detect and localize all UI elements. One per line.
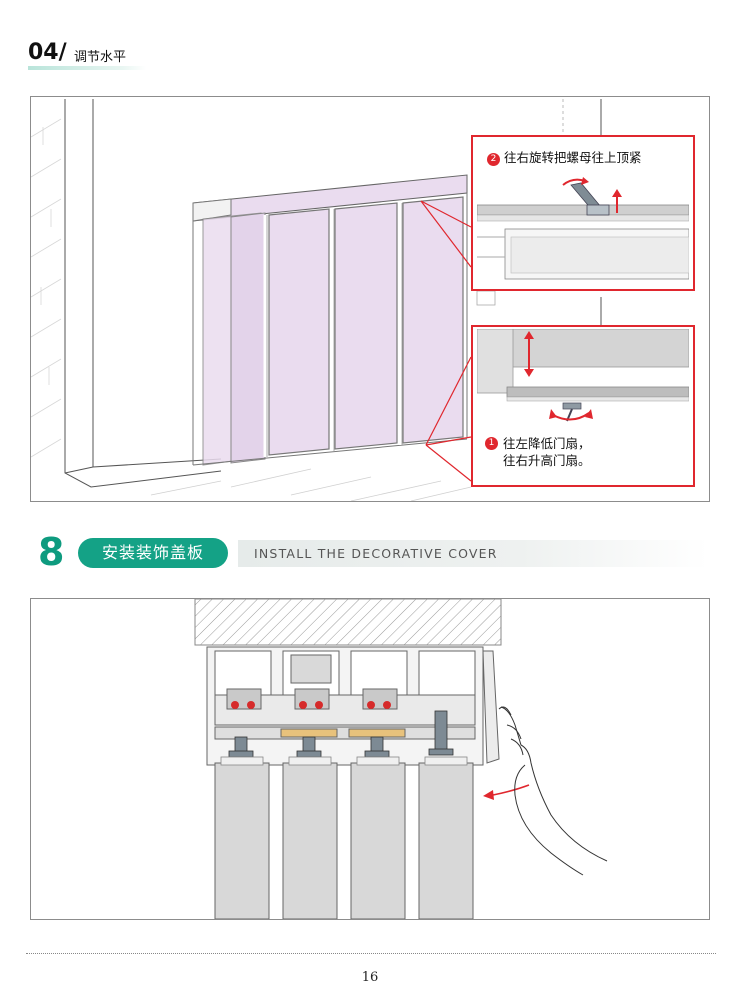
- callout-tighten-text: 往右旋转把螺母往上顶紧: [504, 150, 642, 165]
- door-illustration: [31, 99, 602, 501]
- section-title-cn: 安装装饰盖板: [78, 538, 228, 568]
- push-arrow: [492, 784, 530, 796]
- sliding-door-group: [192, 174, 496, 466]
- track-detail-bottom: [477, 329, 689, 422]
- page-number: 16: [361, 970, 379, 985]
- hanger-bolts: [228, 710, 454, 758]
- wall-pillar: [64, 99, 222, 488]
- callout-line-raise: 往右升高门扇。: [503, 453, 591, 468]
- section-title-en: INSTALL THE DECORATIVE COVER: [254, 546, 498, 561]
- roller-wheels: [231, 701, 391, 709]
- step-badge-2: 2: [487, 153, 500, 166]
- figure-decorative-cover: [30, 598, 710, 920]
- callout-raise-lower: 1 往左降低门扇， 往右升高门扇。: [471, 325, 695, 487]
- wall-right: [562, 99, 602, 325]
- section-title-band: [238, 540, 708, 567]
- hand-outline: [500, 706, 608, 862]
- footer-rule: [26, 953, 716, 954]
- step-header: 04/ 调节水平: [28, 38, 228, 72]
- callout-tighten-nut: 2 往右旋转把螺母往上顶紧: [471, 135, 695, 291]
- ceiling-hatch: [194, 599, 502, 646]
- step-badge-1: 1: [485, 437, 498, 450]
- step-number: 04/: [28, 40, 67, 65]
- step-title: 调节水平: [74, 50, 127, 65]
- step-underline: [28, 66, 146, 70]
- callout-leaders: [420, 200, 472, 482]
- section-number: 8: [38, 530, 65, 574]
- callout-line-lower: 往左降低门扇，: [503, 436, 591, 451]
- figure-level-adjustment: 2 往右旋转把螺母往上顶紧: [30, 96, 710, 502]
- floor-hatching: [150, 468, 472, 501]
- cover-illustration: [194, 599, 608, 919]
- brick-wall-left: [31, 118, 62, 458]
- door-panels: [214, 762, 474, 919]
- track-detail-top: [477, 177, 689, 280]
